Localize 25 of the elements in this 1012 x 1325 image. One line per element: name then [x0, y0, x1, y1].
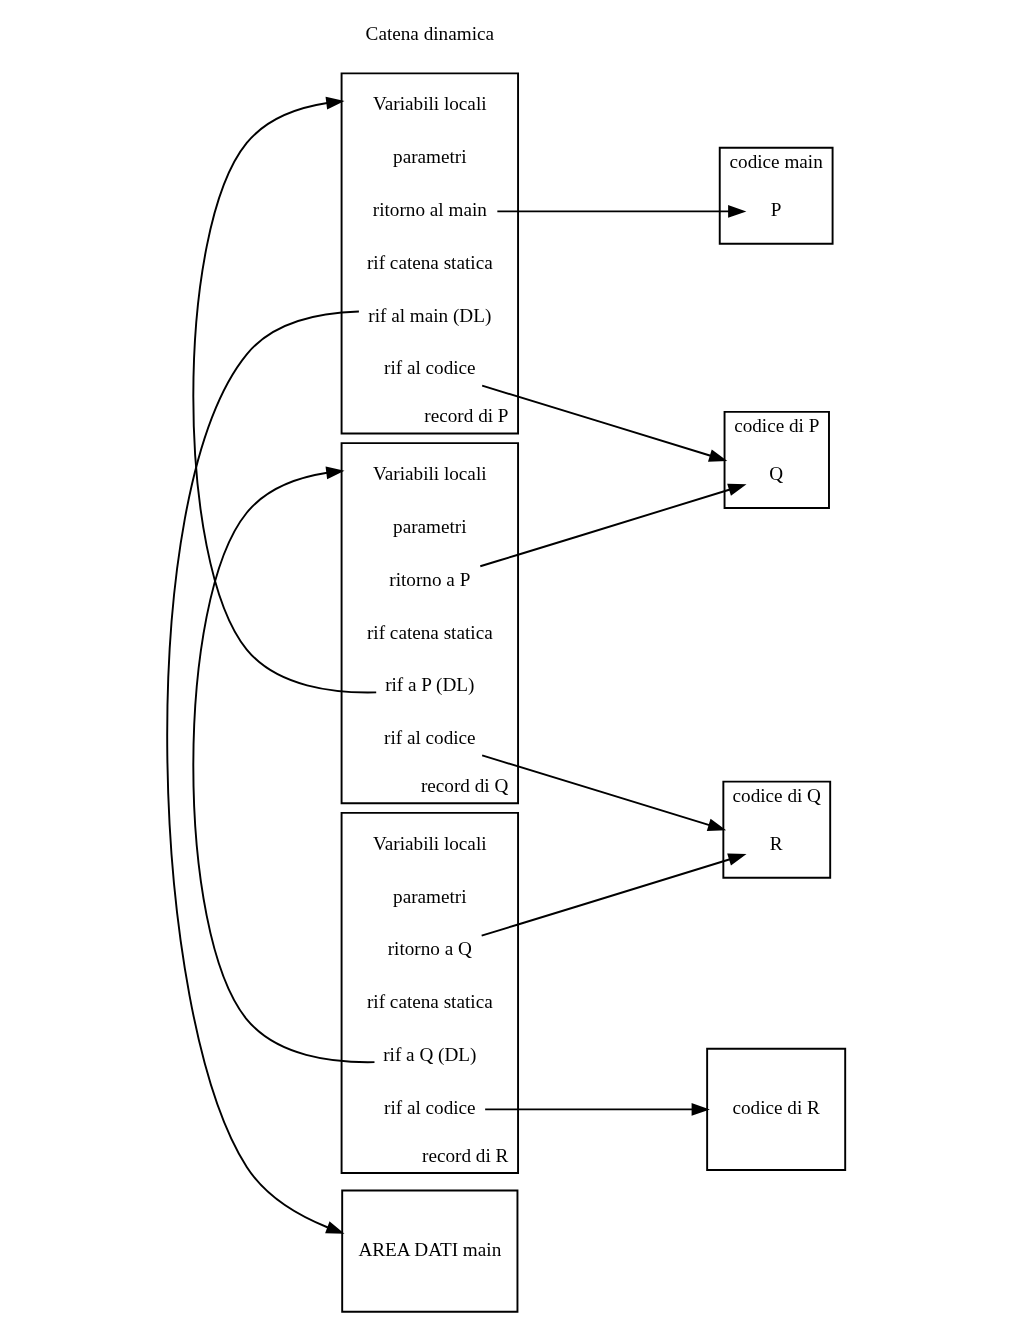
node-text: Q: [769, 463, 784, 485]
node-text: rif a P (DL): [385, 674, 475, 696]
node-text: ritorno a Q: [387, 938, 472, 960]
node-text: ritorno al main: [372, 198, 487, 220]
node-text: rif catena statica: [366, 251, 493, 273]
node-text: parametri: [393, 146, 467, 168]
node-text: rif catena statica: [366, 621, 493, 643]
node-label: record di R: [422, 1144, 509, 1166]
node-text: R: [769, 832, 783, 854]
node-text: ritorno a P: [389, 568, 471, 590]
node-text: rif al codice: [384, 357, 476, 379]
label: Catena dinamica: [365, 22, 495, 44]
node-text: Variabili locali: [373, 832, 487, 854]
node-text: parametri: [393, 885, 467, 907]
node-text: P: [770, 198, 782, 220]
node-text: rif al main (DL): [368, 304, 492, 326]
node-label: record di P: [424, 405, 509, 427]
node-text: rif a Q (DL): [383, 1044, 477, 1066]
node-label: record di Q: [420, 775, 509, 797]
node-text: rif catena statica: [366, 991, 493, 1013]
node-text: Variabili locali: [373, 93, 487, 115]
node-text: Variabili locali: [373, 463, 487, 485]
node-text: rif al codice: [384, 1096, 476, 1118]
node-text: rif al codice: [384, 727, 476, 749]
node-text: parametri: [393, 515, 467, 537]
